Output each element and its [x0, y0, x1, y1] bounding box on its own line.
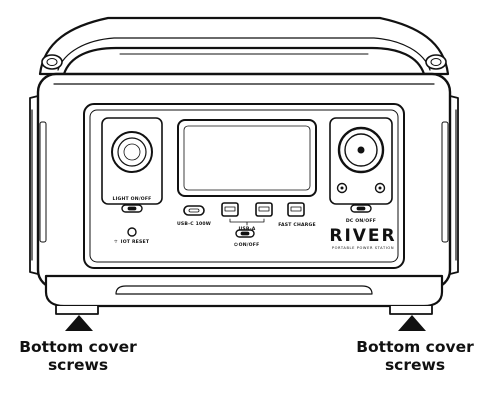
carry-handle	[38, 16, 450, 76]
car-outlet[interactable]	[337, 126, 385, 174]
left-callout-line1: Bottom cover	[19, 338, 137, 356]
main-power-button[interactable]	[235, 229, 255, 238]
light-on-off-label: LIGHT ON/OFF	[113, 196, 152, 202]
device-base	[44, 274, 444, 315]
right-callout: Bottom cover screws	[345, 338, 485, 374]
usb-port-row	[183, 202, 305, 238]
usb-a-port-2[interactable]	[255, 202, 273, 217]
dc-module	[329, 117, 393, 213]
brand-logo: RIVER	[329, 226, 396, 246]
dc-on-off-label: DC ON/OFF	[346, 218, 376, 224]
left-callout-line2: screws	[47, 356, 109, 374]
left-handle-pivot	[41, 54, 63, 70]
right-callout-line1: Bottom cover	[356, 338, 474, 356]
lcd-display	[177, 119, 317, 197]
usb-a-label: USB-A	[238, 226, 255, 232]
power-icon: ⏻	[234, 242, 238, 248]
right-arrow-up-icon	[398, 315, 426, 331]
dc-port-left[interactable]	[336, 182, 348, 194]
right-foot	[389, 305, 433, 315]
light-lens	[111, 131, 153, 173]
dc-port-right[interactable]	[374, 182, 386, 194]
iot-reset-button[interactable]	[127, 227, 137, 237]
dc-button[interactable]	[350, 204, 372, 213]
fast-charge-label: FAST CHARGE	[278, 222, 316, 228]
light-button[interactable]	[121, 204, 143, 213]
left-foot	[55, 305, 99, 315]
brand-subtitle: PORTABLE POWER STATION	[332, 246, 394, 250]
front-panel	[83, 103, 405, 269]
left-callout: Bottom cover screws	[8, 338, 148, 374]
power-on-off-label: ON/OFF	[239, 242, 260, 248]
light-module	[101, 117, 163, 237]
right-callout-line2: screws	[384, 356, 446, 374]
fast-charge-port[interactable]	[287, 202, 305, 217]
usb-c-port[interactable]	[183, 205, 205, 216]
iot-reset-label: IOT RESET	[121, 239, 150, 245]
usb-c-label: USB-C 100W	[177, 221, 211, 227]
left-arrow-up-icon	[65, 315, 93, 331]
usb-a-port-1[interactable]	[221, 202, 239, 217]
wifi-icon: ⌔	[114, 239, 119, 245]
right-handle-pivot	[425, 54, 447, 70]
